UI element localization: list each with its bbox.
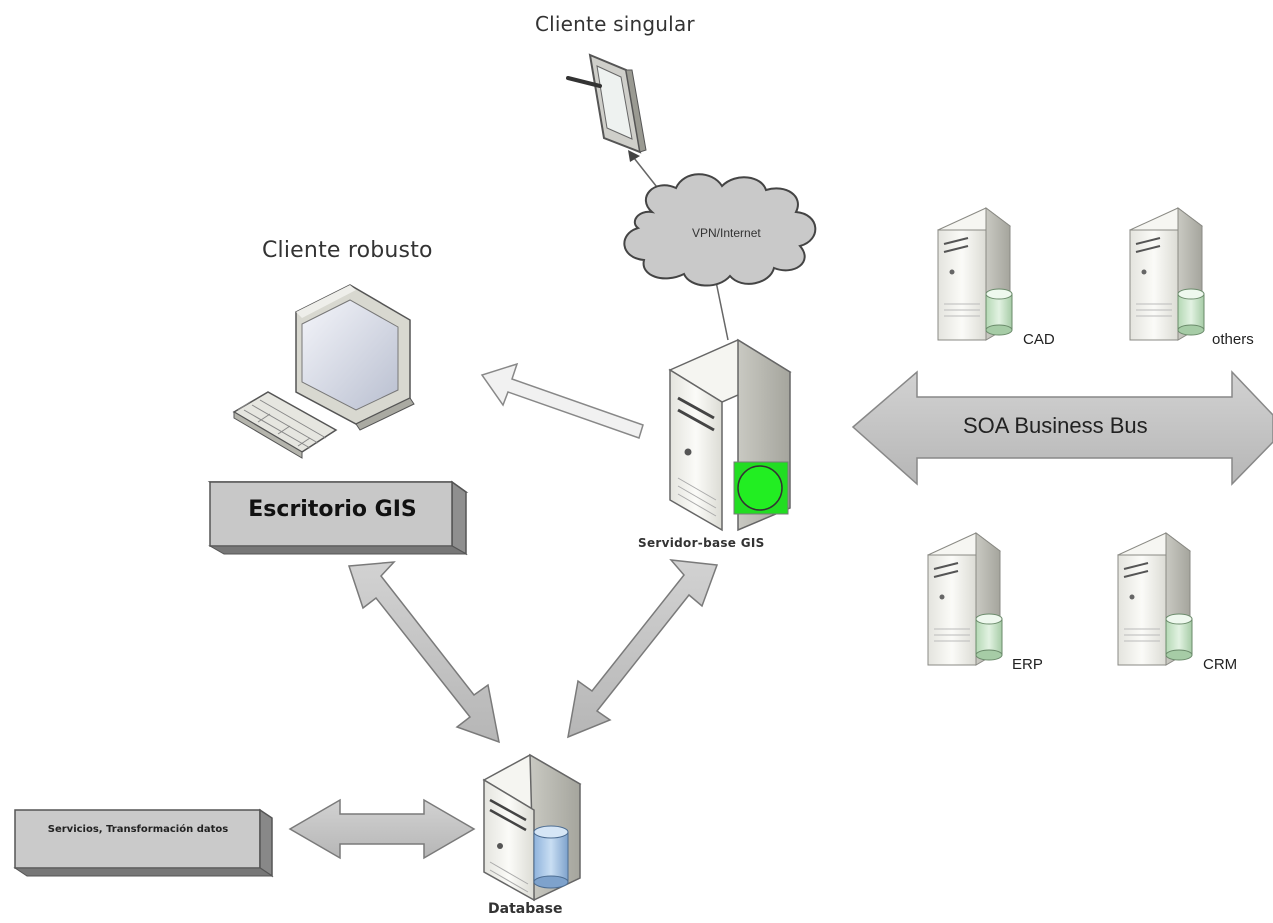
servicios-box [13,808,274,878]
vpn-internet-label: VPN/Internet [692,226,761,240]
cliente-singular-label: Cliente singular [535,12,695,36]
escritorio-gis-box [207,480,469,556]
erp-label: ERP [1012,656,1043,673]
gis-server-icon [668,338,792,532]
servicios-database-arrow [288,798,476,860]
soa-business-bus [851,370,1273,486]
crm-label: CRM [1203,656,1238,673]
soa-business-bus-label: SOA Business Bus [963,413,1148,438]
escritorio-database-arrow [347,561,500,744]
cad-label: CAD [1023,331,1055,348]
servidor-database-arrow [567,559,719,739]
erp-server-icon [927,532,1003,666]
servidor-base-gis-label: Servidor-base GIS [638,536,765,550]
cliente-robusto-label: Cliente robusto [262,238,433,263]
database-server-icon [482,753,582,902]
database-label: Database [488,901,563,917]
cad-server-icon [937,207,1013,341]
crm-server-icon [1117,532,1193,666]
others-label: others [1212,331,1254,348]
escritorio-gis-label: Escritorio GIS [248,497,417,522]
mobile-device-icon [566,53,647,154]
servicios-label: Servicios, Transformación datos [47,824,229,835]
server-to-cliente-robusto-arrow [480,362,644,439]
others-server-icon [1129,207,1205,341]
vpn-cloud [623,173,817,287]
desktop-computer-icon [232,284,415,459]
